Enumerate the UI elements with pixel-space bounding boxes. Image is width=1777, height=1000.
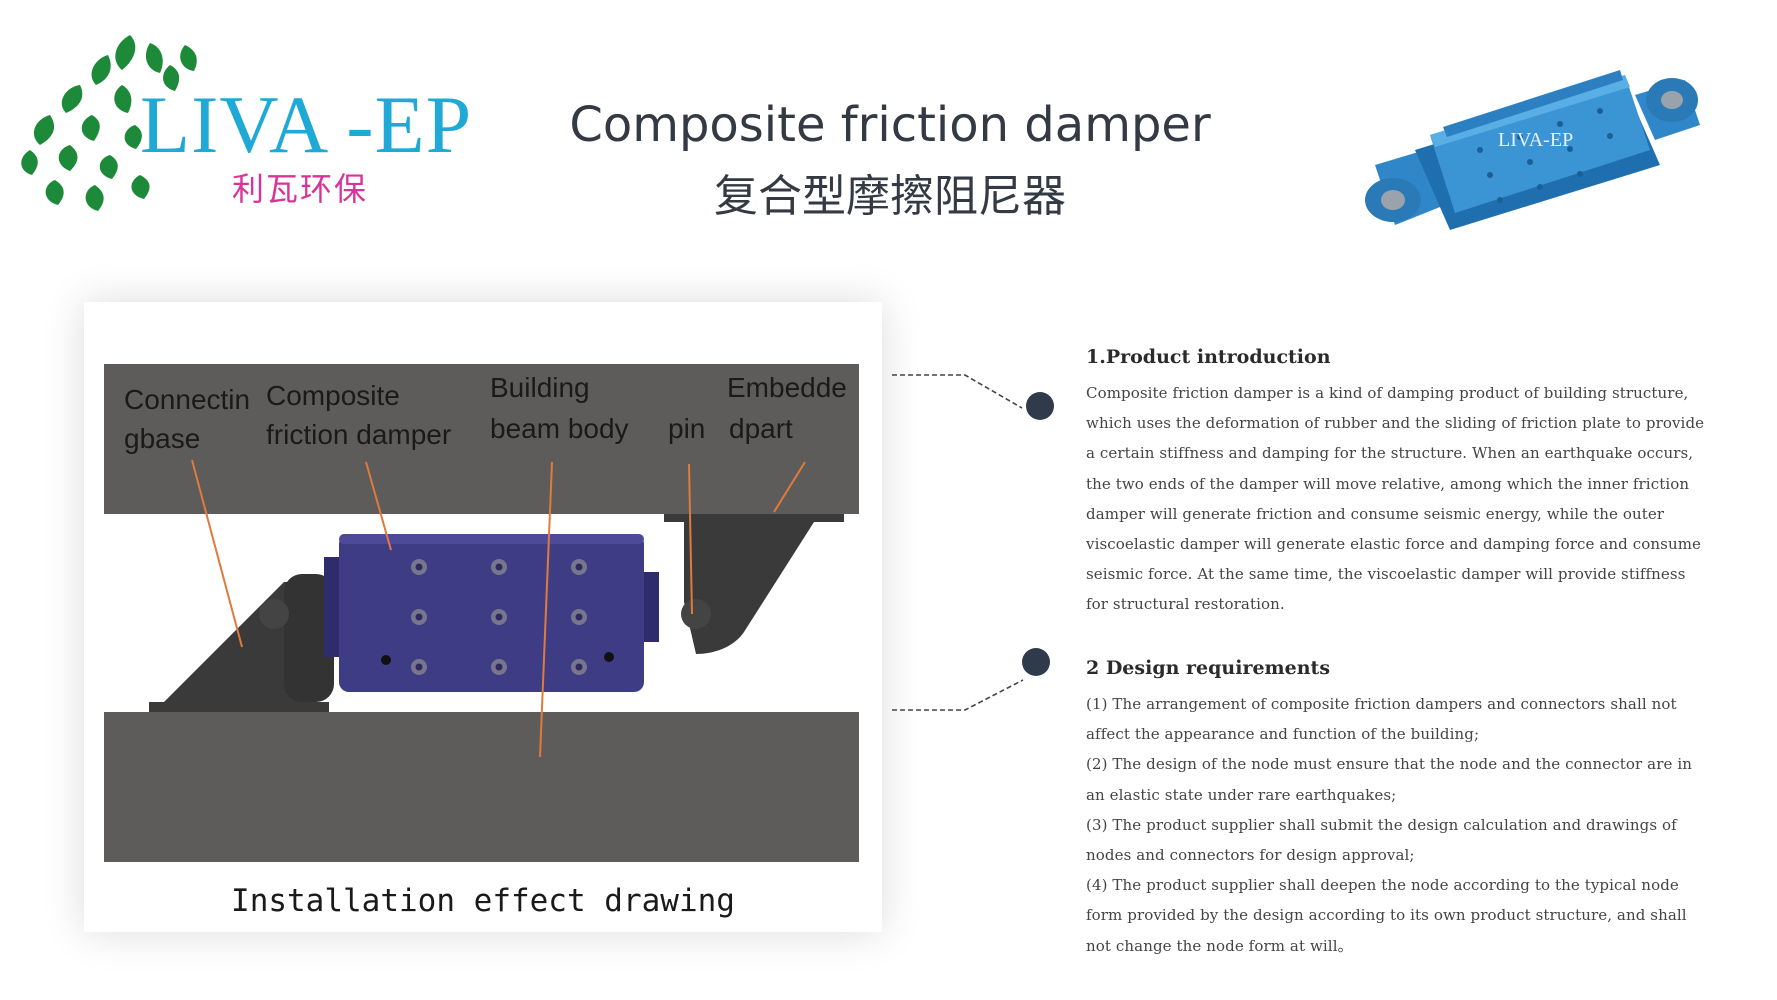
lower-beam [104, 712, 859, 862]
requirement-item: (1) The arrangement of composite frictio… [1086, 695, 1677, 744]
drawing-caption: Installation effect drawing [231, 883, 735, 919]
bullet-dot-icon [1022, 648, 1050, 676]
liva-ep-logo [21, 35, 197, 211]
requirements-list: (1) The arrangement of composite frictio… [1086, 689, 1706, 961]
label-embedded-part-line2: dpart [729, 413, 793, 444]
logo-chinese-name: 利瓦环保 [232, 170, 369, 208]
introduction-paragraph: Composite friction damper is a kind of d… [1086, 384, 1705, 614]
label-composite-damper-line2: friction damper [266, 419, 452, 450]
connector-lines [892, 374, 1054, 711]
requirement-item: (4) The product supplier shall deepen th… [1086, 876, 1687, 955]
label-connecting-base-line1: Connectin [124, 384, 251, 415]
embedded-bracket [684, 522, 814, 654]
label-pin: pin [668, 413, 706, 444]
label-embedded-part-line1: Embedde [727, 372, 847, 403]
page-title-english: Composite friction damper [569, 97, 1211, 153]
requirement-item: (2) The design of the node must ensure t… [1086, 755, 1692, 804]
introduction-text: Composite friction damper is a kind of d… [1086, 378, 1706, 620]
product-render-image [1365, 70, 1700, 230]
product-label: LIVA-EP [1498, 129, 1574, 151]
label-connecting-base-line2: gbase [124, 423, 201, 454]
damper-product-icon [1365, 70, 1700, 230]
requirement-item: (3) The product supplier shall submit th… [1086, 815, 1677, 865]
section-heading-requirements: 2 Design requirements [1086, 657, 1331, 679]
upper-beam [104, 364, 859, 514]
bullet-dot-icon [1026, 392, 1054, 420]
label-composite-damper-line1: Composite [266, 380, 400, 411]
page-title-chinese: 复合型摩擦阻尼器 [714, 171, 1066, 222]
leader-lines [191, 459, 806, 758]
installation-drawing [104, 364, 859, 928]
logo-wordmark: LIVA -EP [140, 79, 473, 170]
leaf-cluster-icon [21, 35, 197, 211]
label-building-beam-line2: beam body [490, 413, 629, 444]
section-heading-introduction: 1.Product introduction [1086, 346, 1331, 368]
label-building-beam-line1: Building [490, 372, 590, 403]
